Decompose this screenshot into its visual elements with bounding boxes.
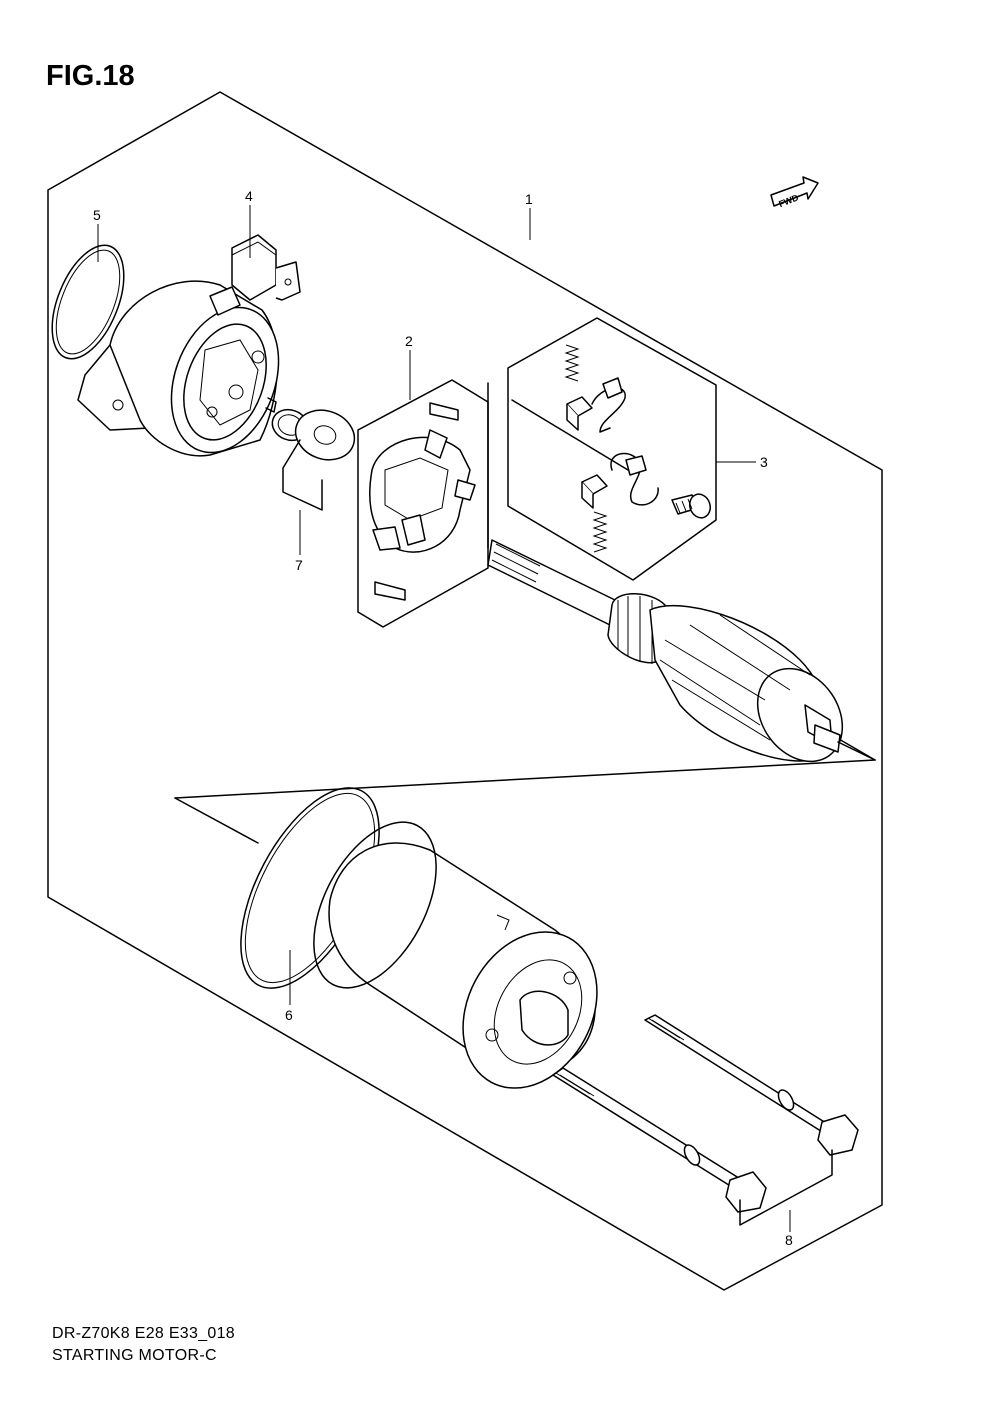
callouts: 1 2 3 4 5 6 7 8	[93, 188, 793, 1248]
diagram-code: DR-Z70K8 E28 E33_018	[52, 1325, 235, 1342]
figure-title: FIG.18	[46, 60, 135, 92]
brush-plate-2	[357, 379, 489, 628]
assembly-outline	[47, 91, 883, 1291]
brush-set-3	[507, 317, 717, 581]
callout-1: 1	[525, 191, 533, 207]
washers-7	[271, 408, 356, 511]
callout-7: 7	[295, 557, 303, 573]
callout-5: 5	[93, 207, 101, 223]
through-bolts-8	[552, 1014, 859, 1226]
fwd-arrow-icon: FWD	[770, 176, 819, 209]
callout-4: 4	[245, 188, 253, 204]
diagram-name: STARTING MOTOR-C	[52, 1347, 217, 1364]
motor-yoke	[313, 821, 598, 1089]
leader-lines	[97, 205, 791, 1232]
housing-4	[77, 234, 301, 457]
callout-3: 3	[760, 454, 768, 470]
callout-6: 6	[285, 1007, 293, 1023]
callout-2: 2	[405, 333, 413, 349]
armature	[487, 382, 876, 763]
o-ring-5	[51, 244, 125, 360]
callout-8: 8	[785, 1232, 793, 1248]
